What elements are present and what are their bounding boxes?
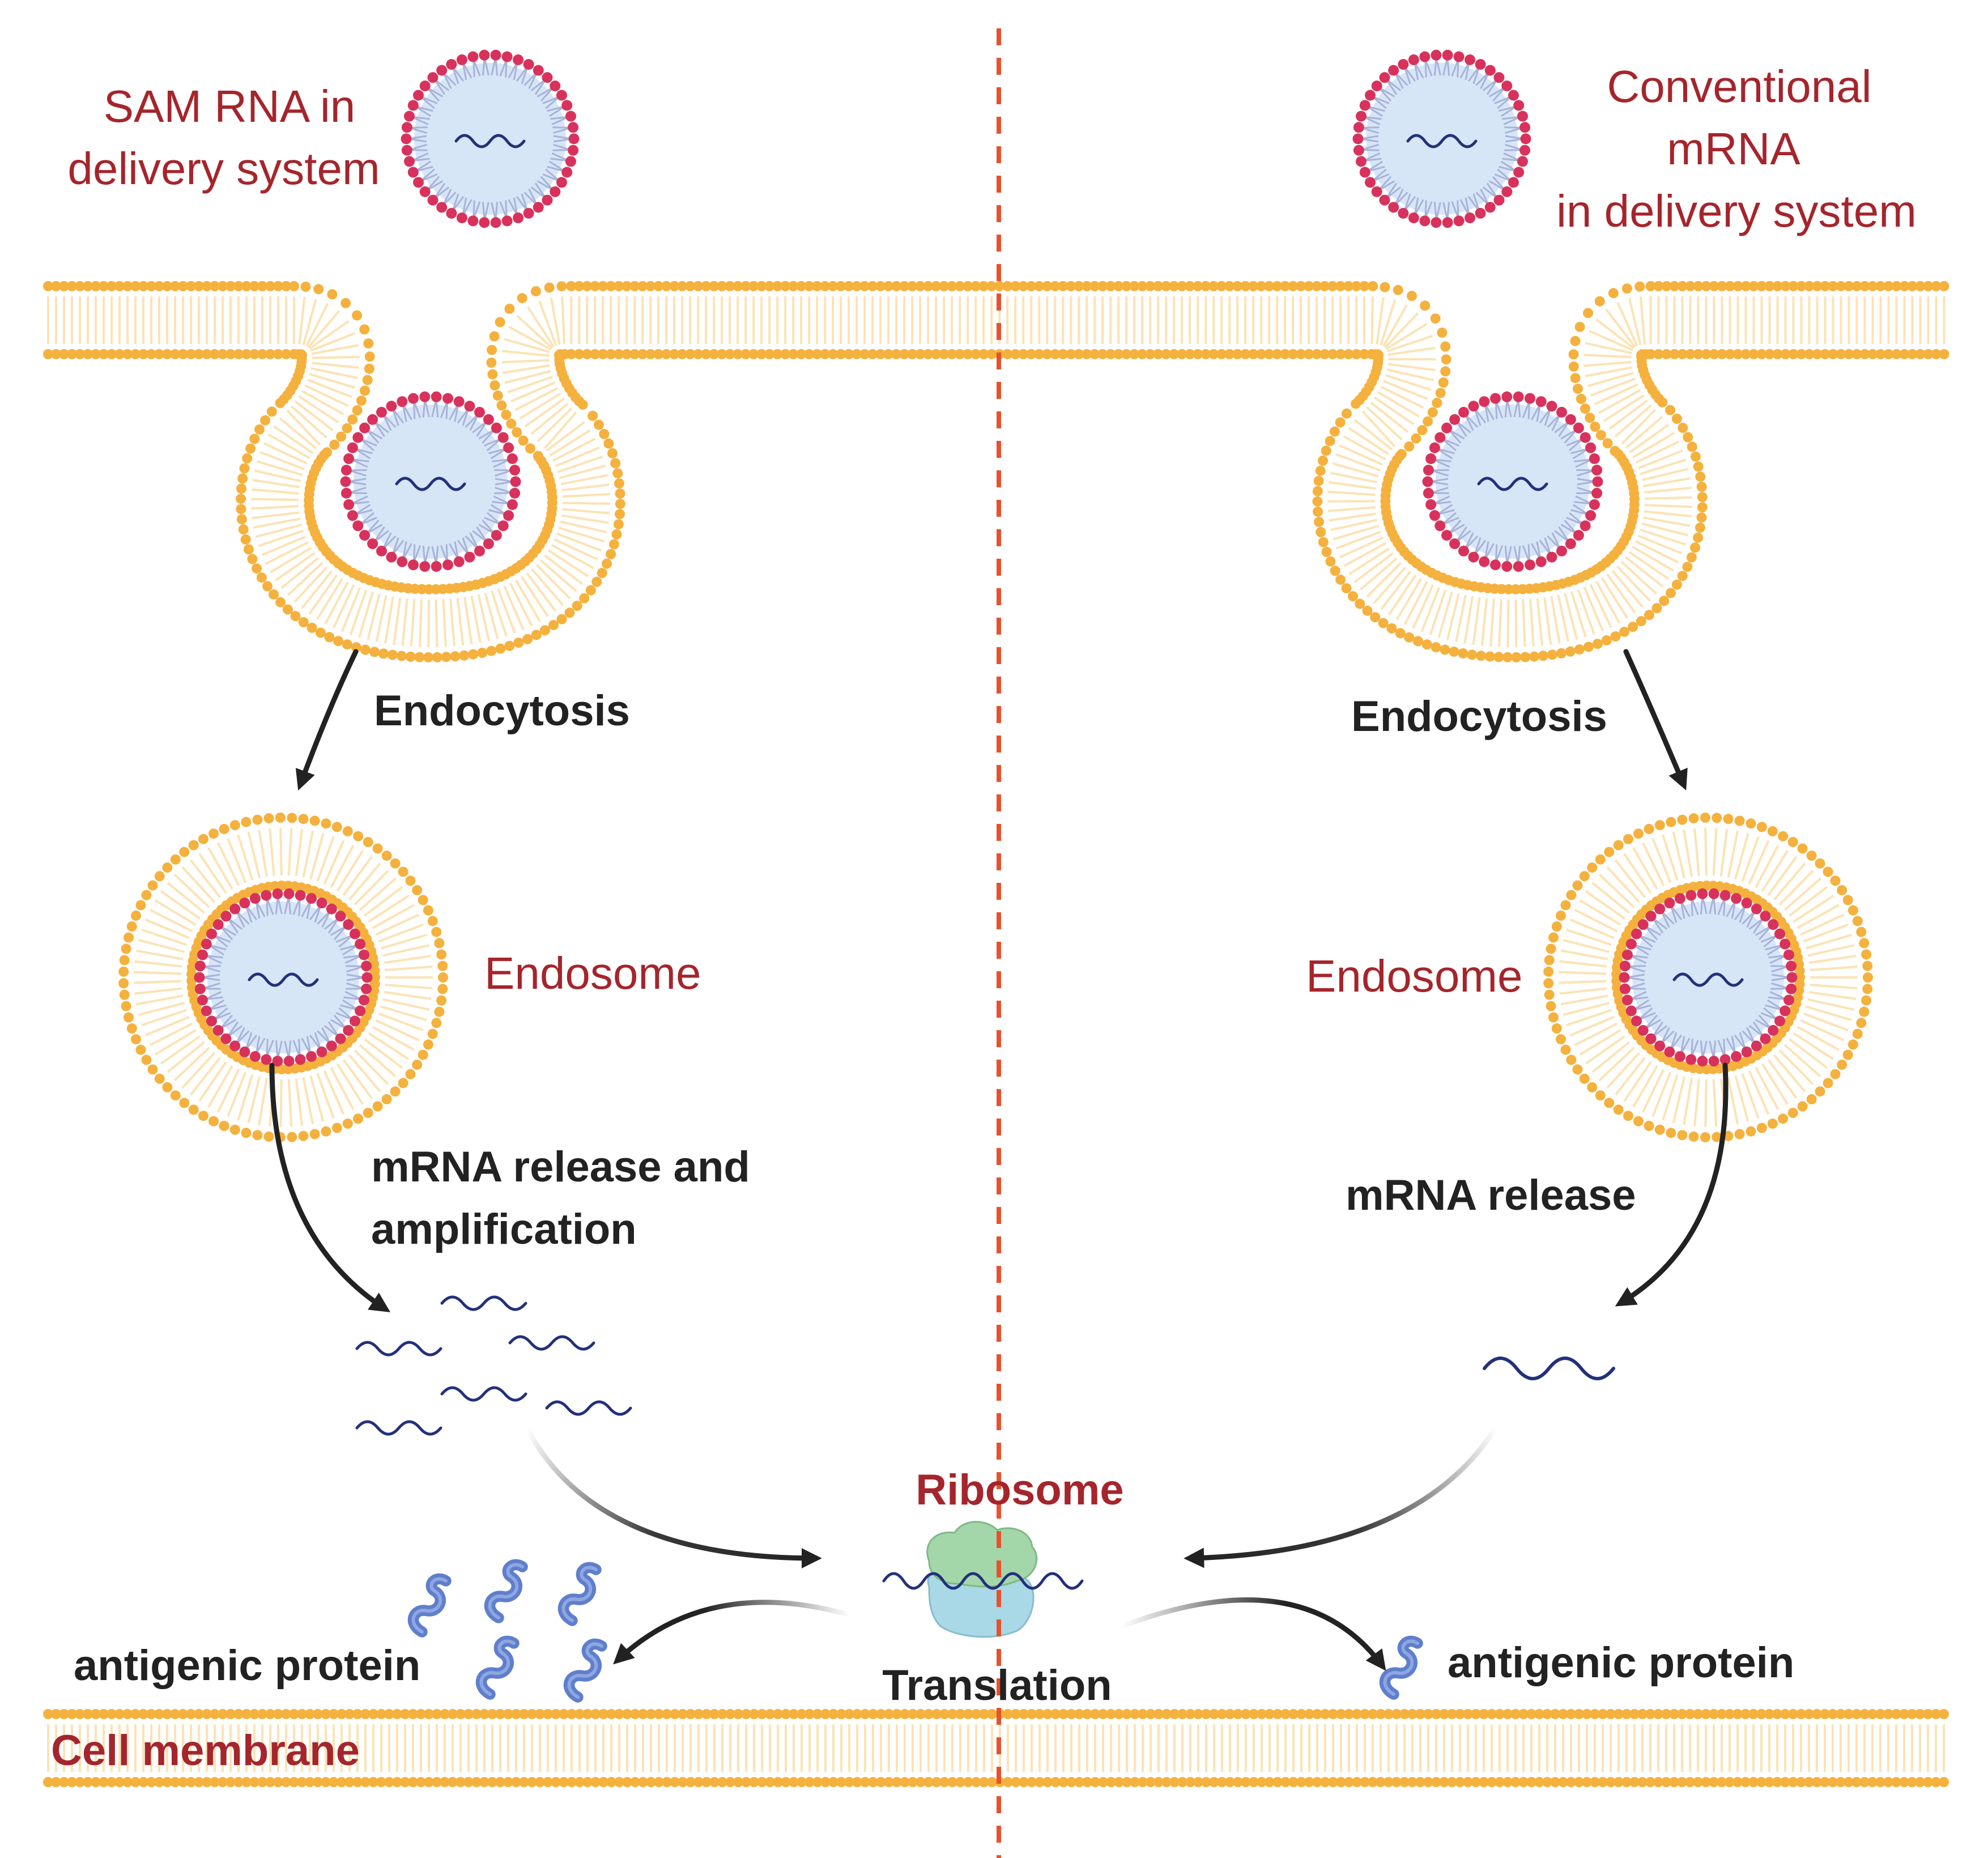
bottom-cell-membrane-tails [47,1724,1945,1772]
to-ribosome-arrow-right [1184,1425,1499,1568]
translation-label: Translation [882,1661,1112,1710]
ribosome-large-subunit [926,1521,1038,1588]
sam-delivery-label-line2: delivery system [67,143,380,194]
endocytosis-arrow-right [1623,649,1688,790]
antigenic-proteins [407,1559,1423,1703]
rna-strands [355,1295,1615,1436]
endosome-right-lnp-icon [1619,888,1798,1067]
sam-rna-lnp-endocytosed-icon-rna [395,477,466,491]
antigenic-protein-left-4 [475,1635,520,1700]
antigenic-protein-left-3 [557,1562,602,1626]
to-ribosome-arrow-left [524,1425,822,1568]
to-protein-arrow-left [613,1600,853,1665]
ribosome-label: Ribosome [916,1466,1123,1514]
conventional-delivery-label-line3: in delivery system [1556,186,1917,236]
endocytosis-label-left: Endocytosis [374,687,630,735]
released-rna-strand [1483,1357,1615,1380]
release-label-right: mRNA release [1346,1171,1636,1219]
antigenic-protein-label-right: antigenic protein [1448,1639,1794,1687]
labels: SAM RNA in delivery system Conventional … [51,61,1917,1775]
mrna-strand-on-ribosome [882,1572,1084,1590]
conventional-mrna-lnp-icon-rna [1406,134,1478,148]
antigenic-protein-right-1 [1379,1635,1423,1700]
conventional-delivery-label-line1: Conventional [1607,61,1872,112]
endosome-left-lnp-icon-rna [248,972,319,987]
bottom-cell-membrane [43,1709,1949,1787]
top-cell-membrane [43,281,1949,662]
sam-rna-lnp-icon-rna [454,134,526,148]
sam-delivery-label-line1: SAM RNA in [104,81,356,131]
arrows [269,649,1729,1671]
endosome-left-icon [118,813,448,1142]
antigenic-protein-left-1 [407,1573,452,1638]
cell-membranes [43,281,1949,1787]
top-cell-membrane-tails [47,296,1946,648]
endosome-label-left: Endosome [484,948,701,998]
endosome-right-lnp-icon-rna [1672,972,1744,987]
conventional-mrna-lnp-endocytosed-icon-rna [1477,477,1548,491]
to-protein-arrow-right [1119,1597,1386,1671]
sam-rna-lnp-icon [401,49,580,228]
amplified-rna-strand-1 [440,1295,527,1311]
antigenic-protein-left-5 [563,1638,607,1703]
antigenic-protein-label-left: antigenic protein [74,1642,420,1690]
endosome-left-lnp-icon [194,888,373,1067]
release-arrow-left [269,1062,391,1312]
amplified-rna-strand-5 [355,1420,442,1436]
release-amplification-label-line2: amplification [371,1205,637,1253]
endocytosis-label-right: Endocytosis [1351,692,1607,741]
endocytosis-arrow-left [295,649,359,791]
antigenic-protein-left-2 [484,1559,528,1623]
endosome-label-right: Endosome [1306,951,1522,1001]
endosome-right-icon [1543,813,1873,1142]
amplified-rna-strand-6 [545,1400,632,1416]
conventional-mrna-lnp-icon [1352,49,1531,228]
ribosome-icon [926,1521,1038,1638]
amplified-rna-strand-4 [440,1386,527,1402]
release-arrow-right [1615,1062,1729,1307]
release-amplification-label-line1: mRNA release and [371,1143,750,1191]
sam-rna-lnp-endocytosed-icon [340,391,521,572]
bottom-cell-membrane-heads [43,1709,1949,1787]
cell-membrane-label: Cell membrane [51,1727,360,1775]
top-cell-membrane-heads [43,281,1949,662]
amplified-rna-strand-2 [355,1341,442,1357]
conventional-mrna-lnp-endocytosed-icon [1422,391,1603,572]
amplified-rna-strand-3 [508,1335,595,1351]
conventional-delivery-label-line2: mRNA [1667,124,1800,174]
vesicles [118,49,1873,1142]
